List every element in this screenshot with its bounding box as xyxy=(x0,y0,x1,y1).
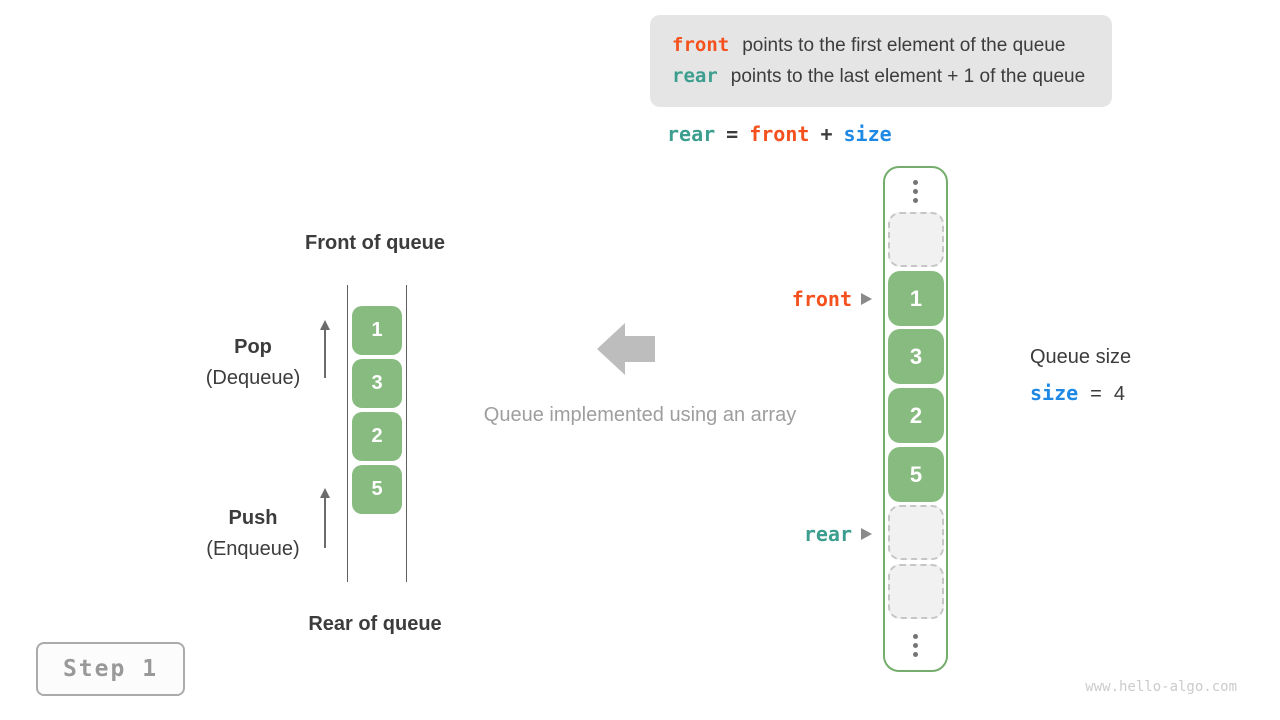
push-label-block: Push (Enqueue) xyxy=(168,505,338,567)
rear-pointer-label: rear xyxy=(803,522,852,546)
pointer-arrow-icon xyxy=(861,293,872,305)
step-badge: Step 1 xyxy=(36,642,185,696)
size-var: size xyxy=(1030,381,1079,405)
rear-formula: rear = front + size xyxy=(667,122,892,146)
pop-label: Pop xyxy=(234,336,272,358)
front-of-queue-label: Front of queue xyxy=(305,232,445,254)
dequeue-label: (Dequeue) xyxy=(205,367,301,389)
pointer-arrow-icon xyxy=(861,528,872,540)
rear-explanation-text: points to the last element + 1 of the qu… xyxy=(730,66,1086,87)
array-implementation-caption: Queue implemented using an array xyxy=(483,404,797,426)
array-cell: 1 xyxy=(888,271,944,326)
array-cell: 3 xyxy=(888,329,944,384)
pointer-explanation-box: front points to the first element of the… xyxy=(650,15,1112,107)
front-pointer-label: front xyxy=(791,287,852,311)
array-cell: 5 xyxy=(888,447,944,502)
left-block-arrow-icon xyxy=(597,323,655,380)
push-label: Push xyxy=(228,507,278,529)
rear-keyword: rear xyxy=(672,65,718,87)
front-pointer: front xyxy=(712,287,872,311)
enqueue-label: (Enqueue) xyxy=(206,538,300,560)
front-explanation-text: points to the first element of the queue xyxy=(742,35,1066,56)
watermark: www.hello-algo.com xyxy=(1085,679,1237,695)
rear-of-queue-label: Rear of queue xyxy=(308,613,442,635)
rear-pointer: rear xyxy=(712,522,872,546)
queue-size-label: Queue size xyxy=(1030,346,1132,368)
formula-equals: = xyxy=(726,122,739,146)
ellipsis-top-icon xyxy=(903,180,927,203)
queue-size-block: Queue size size = 4 xyxy=(1030,344,1131,406)
queue-cell: 5 xyxy=(352,465,402,514)
formula-plus: + xyxy=(820,122,833,146)
queue-left-rail xyxy=(347,285,348,582)
front-keyword: front xyxy=(672,34,730,56)
array-empty-cell xyxy=(888,564,944,619)
pop-label-block: Pop (Dequeue) xyxy=(168,334,338,396)
formula-front: front xyxy=(749,122,810,146)
formula-size: size xyxy=(843,122,892,146)
size-equals: = xyxy=(1090,383,1102,405)
push-up-arrow-icon xyxy=(320,488,330,548)
formula-rear: rear xyxy=(667,122,716,146)
array-cell: 2 xyxy=(888,388,944,443)
size-value: 4 xyxy=(1113,383,1125,405)
array-empty-cell xyxy=(888,505,944,560)
ellipsis-bottom-icon xyxy=(903,634,927,657)
queue-cell: 1 xyxy=(352,306,402,355)
queue-cell: 2 xyxy=(352,412,402,461)
queue-right-rail xyxy=(406,285,407,582)
pop-up-arrow-icon xyxy=(320,320,330,378)
rear-explanation: rear points to the last element + 1 of t… xyxy=(672,65,1112,88)
array-empty-cell xyxy=(888,212,944,267)
front-explanation: front points to the first element of the… xyxy=(672,34,1112,57)
queue-cell: 3 xyxy=(352,359,402,408)
